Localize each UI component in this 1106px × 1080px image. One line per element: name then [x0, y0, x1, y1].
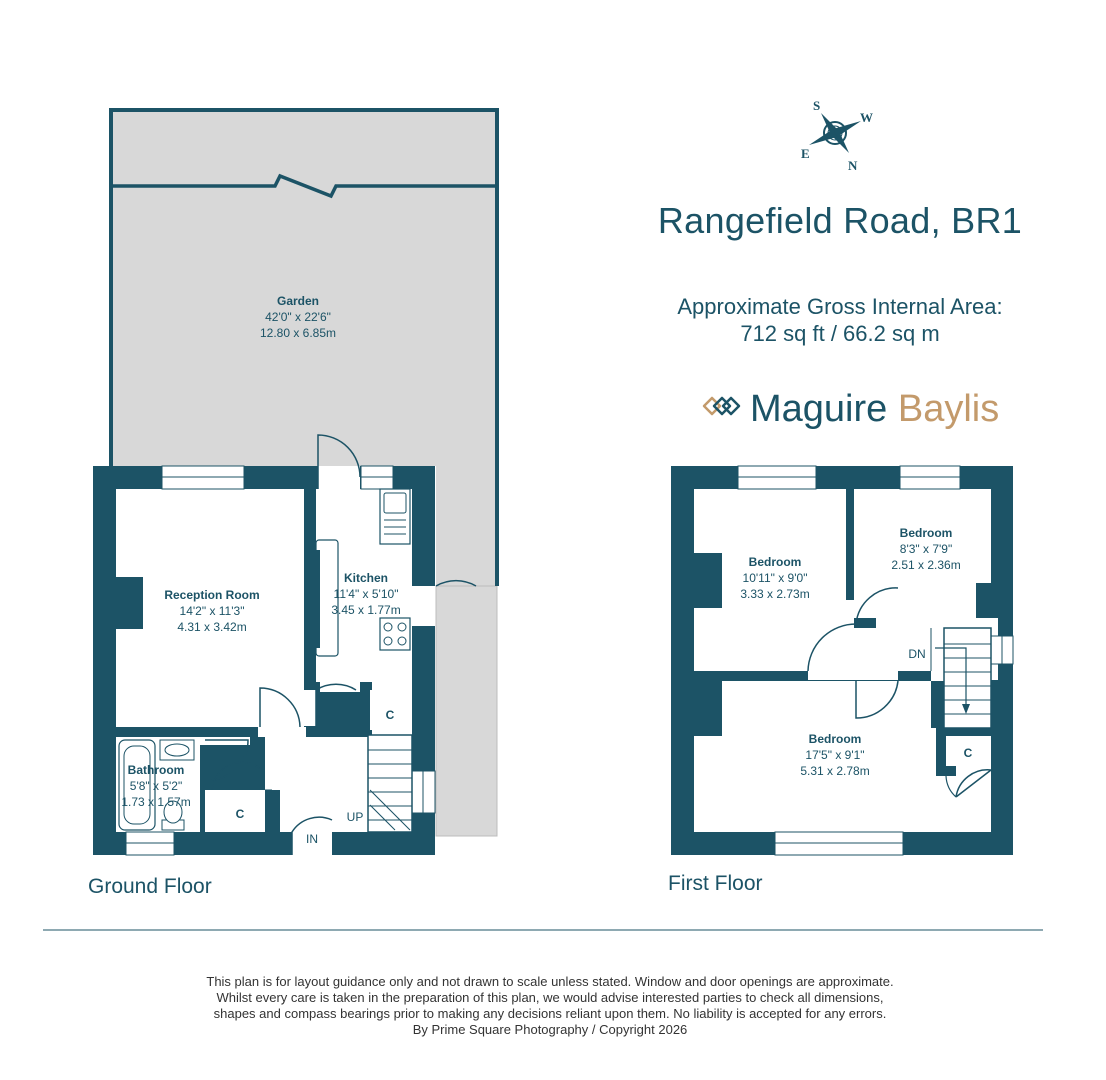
bedroom-1-dimensions-metric: 3.33 x 2.73m [740, 587, 809, 601]
reception-room-dimensions-imperial: 14'2" x 11'3" [180, 604, 245, 618]
compass-n-label: N [848, 158, 858, 173]
bedroom-2-name: Bedroom [900, 526, 953, 540]
entrance-label: IN [306, 832, 318, 846]
ground-floor-plan [93, 434, 477, 856]
stairs-down-label: DN [908, 647, 925, 661]
bedroom-2-dimensions-metric: 2.51 x 2.36m [891, 558, 960, 572]
first-floor-label: First Floor [668, 872, 763, 895]
compass-e-label: E [801, 146, 810, 161]
bathroom-name: Bathroom [128, 763, 185, 777]
first-cupboard-label: C [964, 746, 973, 760]
bedroom-3-dimensions-metric: 5.31 x 2.78m [800, 764, 869, 778]
disclaimer-line-4: By Prime Square Photography / Copyright … [412, 1022, 688, 1037]
ground-cupboard-label-2: C [386, 708, 395, 722]
area-label: Approximate Gross Internal Area: [677, 294, 1003, 319]
compass-icon: S W E N [801, 98, 873, 173]
ground-cupboard-label-1: C [236, 807, 245, 821]
bathroom-dimensions-metric: 1.73 x 1.57m [121, 795, 190, 809]
disclaimer-line-1: This plan is for layout guidance only an… [206, 974, 894, 989]
bedroom-1-name: Bedroom [749, 555, 802, 569]
garden-name: Garden [277, 294, 319, 308]
brand-name-part2: Baylis [897, 388, 1000, 430]
brand-logo-icon [702, 396, 741, 416]
area-value: 712 sq ft / 66.2 sq m [740, 321, 940, 346]
compass-w-label: W [860, 110, 873, 125]
bedroom-1-dimensions-imperial: 10'11" x 9'0" [743, 571, 808, 585]
compass-s-label: S [813, 98, 820, 113]
reception-room-dimensions-metric: 4.31 x 3.42m [177, 620, 246, 634]
kitchen-dimensions-imperial: 11'4" x 5'10" [334, 587, 399, 601]
kitchen-name: Kitchen [344, 571, 388, 585]
bathroom-dimensions-imperial: 5'8" x 5'2" [130, 779, 182, 793]
garden-dimensions-metric: 12.80 x 6.85m [260, 326, 336, 340]
stairs-up-label: UP [347, 810, 364, 824]
bedroom-3-name: Bedroom [809, 732, 862, 746]
brand-name-part1: Maguire [750, 388, 888, 430]
disclaimer-line-2: Whilst every care is taken in the prepar… [216, 990, 884, 1005]
garden-area [109, 108, 499, 837]
brand-logo: Maguire Baylis [750, 388, 999, 431]
first-floor-plan [671, 465, 1014, 856]
disclaimer-line-3: shapes and compass bearings prior to mak… [213, 1006, 887, 1021]
reception-room-name: Reception Room [164, 588, 259, 602]
ground-floor-label: Ground Floor [88, 875, 212, 898]
bedroom-3-dimensions-imperial: 17'5" x 9'1" [805, 748, 864, 762]
kitchen-dimensions-metric: 3.45 x 1.77m [331, 603, 400, 617]
property-address: Rangefield Road, BR1 [657, 200, 1023, 241]
bedroom-2-dimensions-imperial: 8'3" x 7'9" [900, 542, 952, 556]
garden-dimensions-imperial: 42'0" x 22'6" [265, 310, 331, 324]
